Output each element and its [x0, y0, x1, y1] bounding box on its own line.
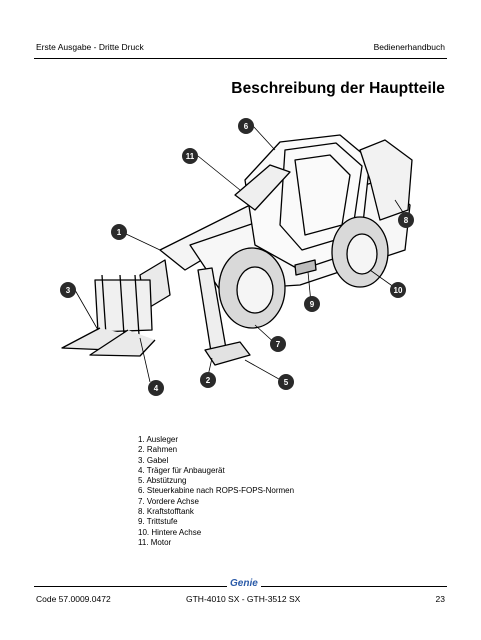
callout-11: 11: [182, 148, 198, 164]
page-title: Beschreibung der Hauptteile: [231, 80, 445, 97]
model-label: GTH-4010 SX - GTH-3512 SX: [186, 594, 301, 604]
manual-label: Bedienerhandbuch: [373, 42, 445, 52]
legend-item: 5. Abstützung: [138, 476, 187, 486]
callout-7: 7: [270, 336, 286, 352]
legend-item: 3. Gabel: [138, 455, 169, 465]
header-rule: [34, 58, 447, 59]
callout-3: 3: [60, 282, 76, 298]
legend-item: 7. Vordere Achse: [138, 496, 199, 506]
legend-item: 2. Rahmen: [138, 445, 178, 455]
callout-9: 9: [304, 296, 320, 312]
telehandler-drawing: [61, 125, 413, 384]
callout-4: 4: [148, 380, 164, 396]
legend-item: 4. Träger für Anbaugerät: [138, 465, 225, 475]
callout-5: 5: [278, 374, 294, 390]
callout-1: 1: [111, 224, 127, 240]
edition-label: Erste Ausgabe - Dritte Druck: [36, 42, 144, 52]
legend-item: 9. Trittstufe: [138, 517, 178, 527]
genie-logo: Genie: [227, 578, 261, 589]
legend-item: 1. Ausleger: [138, 435, 179, 444]
page-number: 23: [435, 594, 445, 604]
callout-2: 2: [200, 372, 216, 388]
legend-item: 11. Motor: [138, 537, 172, 547]
parts-legend: 1. Ausleger 2. Rahmen 3. Gabel 4. Träger…: [138, 435, 294, 548]
callout-8: 8: [398, 212, 414, 228]
document-code: Code 57.0009.0472: [36, 594, 111, 604]
callout-6: 6: [238, 118, 254, 134]
legend-item: 8. Kraftstofftank: [138, 507, 194, 517]
telehandler-illustration: 1 2 3 4 5 6 7 8 9 10 11: [40, 110, 460, 420]
callout-10: 10: [390, 282, 406, 298]
legend-item: 6. Steuerkabine nach ROPS-FOPS-Normen: [138, 486, 295, 496]
legend-item: 10. Hintere Achse: [138, 527, 202, 537]
